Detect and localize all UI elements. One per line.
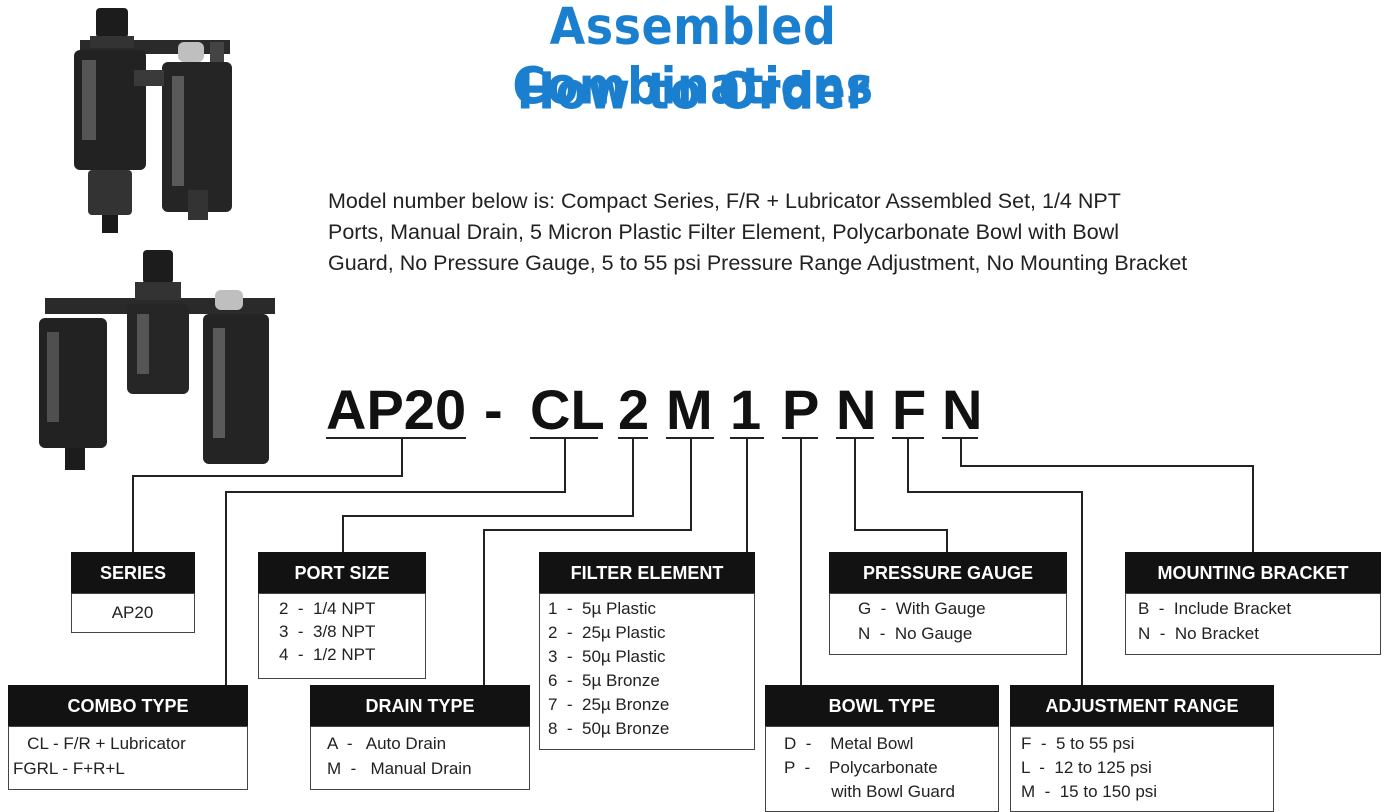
adjustment-range-box: F - 5 to 55 psi L - 12 to 125 psi M - 15… [1010,726,1274,812]
mounting-bracket-header: MOUNTING BRACKET [1125,552,1381,594]
bowl-option: P - Polycarbonate [784,757,938,779]
bowl-option: with Bowl Guard [784,781,955,803]
bowl-type-header: BOWL TYPE [765,685,999,727]
filter-option: 1 - 5µ Plastic [548,598,656,620]
gauge-option: N - No Gauge [858,623,972,645]
range-option: L - 12 to 125 psi [1021,757,1152,779]
filter-element-header: FILTER ELEMENT [539,552,755,594]
port-size-header: PORT SIZE [258,552,426,594]
series-option: AP20 [72,602,193,624]
drain-type-header: DRAIN TYPE [310,685,530,727]
pressure-gauge-header: PRESSURE GAUGE [829,552,1067,594]
port-option: 2 - 1/4 NPT [279,598,375,620]
port-size-box: 2 - 1/4 NPT 3 - 3/8 NPT 4 - 1/2 NPT [258,593,426,679]
series-box-header: SERIES [71,552,195,594]
bowl-option: D - Metal Bowl [784,733,913,755]
drain-option: A - Auto Drain [327,733,446,755]
range-option: F - 5 to 55 psi [1021,733,1134,755]
combo-type-box: CL - F/R + Lubricator FGRL - F+R+L [8,726,248,790]
gauge-option: G - With Gauge [858,598,986,620]
series-box: AP20 [71,593,195,633]
adjustment-range-header: ADJUSTMENT RANGE [1010,685,1274,727]
filter-element-box: 1 - 5µ Plastic 2 - 25µ Plastic 3 - 50µ P… [539,593,755,750]
combo-option: FGRL - F+R+L [13,758,125,780]
filter-option: 7 - 25µ Bronze [548,694,669,716]
drain-type-box: A - Auto Drain M - Manual Drain [310,726,530,790]
port-option: 4 - 1/2 NPT [279,644,375,666]
drain-option: M - Manual Drain [327,758,472,780]
range-option: M - 15 to 150 psi [1021,781,1157,803]
bracket-option: B - Include Bracket [1138,598,1291,620]
combo-option: CL - F/R + Lubricator [13,733,186,755]
filter-option: 3 - 50µ Plastic [548,646,666,668]
mounting-bracket-box: B - Include Bracket N - No Bracket [1125,593,1381,655]
pressure-gauge-box: G - With Gauge N - No Gauge [829,593,1067,655]
filter-option: 6 - 5µ Bronze [548,670,660,692]
filter-option: 8 - 50µ Bronze [548,718,669,740]
combo-type-header: COMBO TYPE [8,685,248,727]
bowl-type-box: D - Metal Bowl P - Polycarbonate with Bo… [765,726,999,812]
bracket-option: N - No Bracket [1138,623,1259,645]
port-option: 3 - 3/8 NPT [279,621,375,643]
filter-option: 2 - 25µ Plastic [548,622,666,644]
